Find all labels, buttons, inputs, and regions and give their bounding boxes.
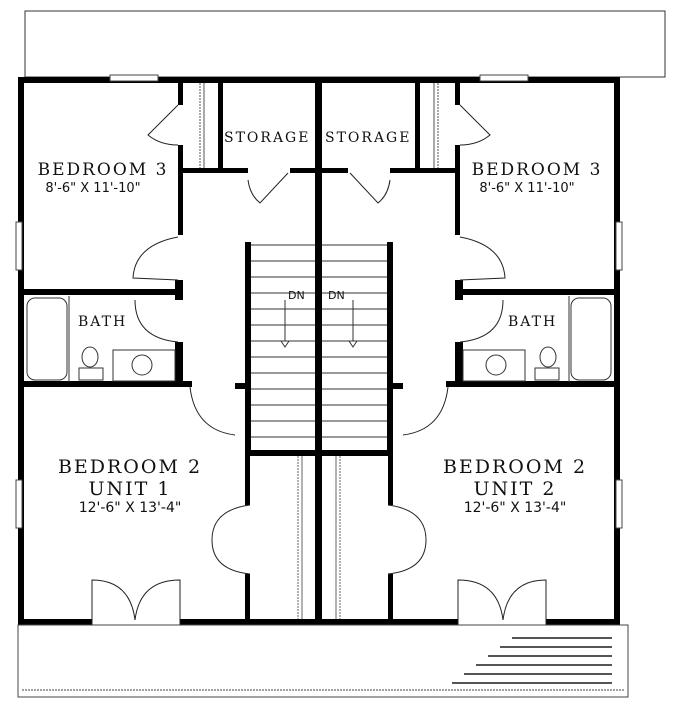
bedroom2-unit2-unit: UNIT 2 [473, 478, 557, 500]
bedroom2-unit1-size: 12'-6" X 13'-4" [78, 500, 182, 516]
bath-left-label: BATH [78, 314, 128, 330]
party-wall [315, 77, 322, 625]
roof-outline [24, 10, 666, 78]
bedroom2-unit2-name: BEDROOM 2 [442, 456, 588, 478]
bedroom2-unit1-name: BEDROOM 2 [57, 456, 203, 478]
unit-2-half [317, 74, 623, 626]
bedroom2-unit2-size: 12'-6" X 13'-4" [463, 500, 567, 516]
bedroom3-left-name: BEDROOM 3 [37, 160, 169, 180]
unit-1-half [15, 74, 321, 626]
stairs-right-dn: DN [328, 289, 345, 302]
bedroom2-unit1-unit: UNIT 1 [88, 478, 172, 500]
bedroom3-left-size: 8'-6" X 11'-10" [45, 181, 141, 196]
porch [17, 624, 629, 698]
bedroom3-right-name: BEDROOM 3 [471, 160, 603, 180]
bedroom3-right-size: 8'-6" X 11'-10" [479, 181, 575, 196]
bath-right-label: BATH [508, 314, 558, 330]
storage-left-label: STORAGE [224, 130, 311, 146]
storage-right-label: STORAGE [325, 130, 412, 146]
stairs-left-dn: DN [288, 289, 305, 302]
